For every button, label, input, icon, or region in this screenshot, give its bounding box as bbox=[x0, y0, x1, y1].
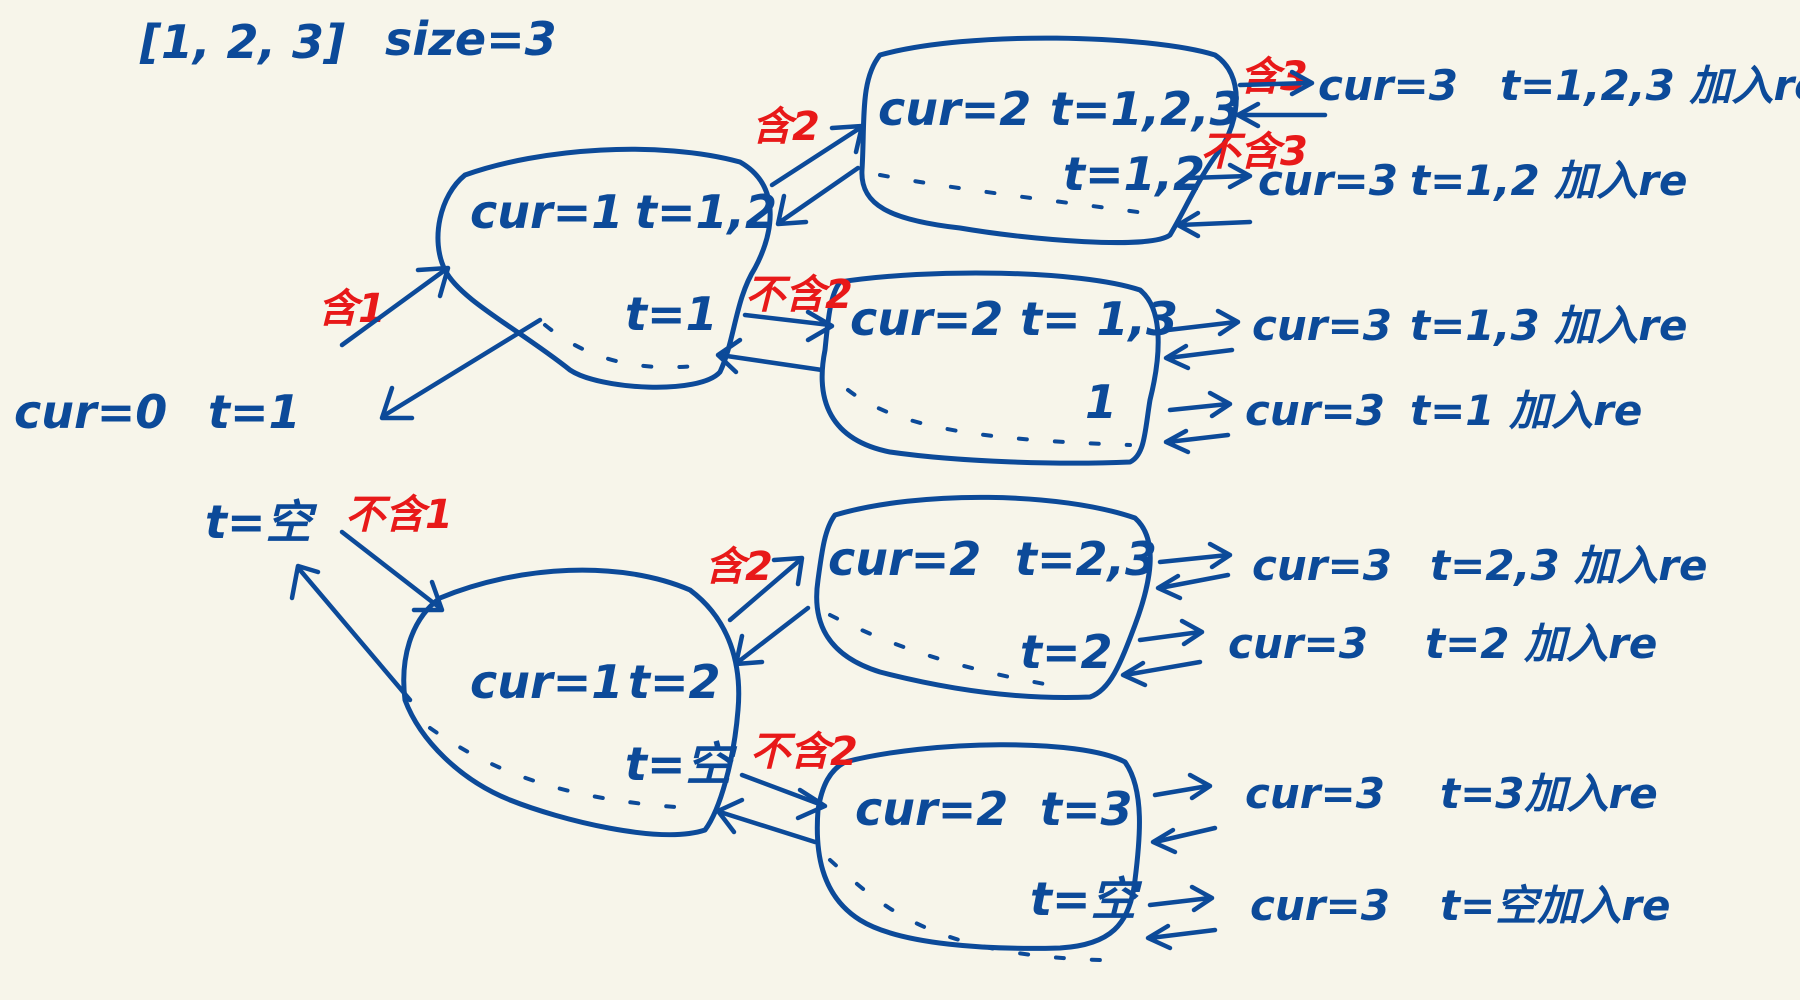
node-l2-d-divider bbox=[828, 858, 1102, 962]
branch-label-include-1: 含1 bbox=[318, 286, 386, 332]
l2-d-cur: cur=2 bbox=[855, 782, 1008, 836]
l2-c-cur: cur=2 bbox=[828, 532, 981, 586]
node-l2-b-divider bbox=[846, 388, 1132, 447]
leaf-3-cur: cur=3 bbox=[1252, 301, 1392, 350]
leaf-2-cur: cur=3 bbox=[1258, 156, 1398, 205]
l1-exclude-t-bottom: t=空 bbox=[625, 737, 738, 791]
leaf-5-cur: cur=3 bbox=[1252, 541, 1392, 590]
l1-exclude-cur: cur=1 bbox=[470, 655, 623, 709]
branch-label-exclude-2b: 不含2 bbox=[750, 729, 858, 775]
branch-label-include-2b: 含2 bbox=[705, 544, 773, 590]
l2-d-t-bottom: t=空 bbox=[1030, 872, 1143, 926]
array-label: [1, 2, 3] bbox=[139, 15, 345, 69]
root-t-exclude: t=空 bbox=[205, 495, 318, 549]
l1-exclude-t-top: t=2 bbox=[628, 655, 721, 709]
node-l2-d bbox=[814, 742, 1142, 951]
branch-label-exclude-3: 不含3 bbox=[1200, 129, 1308, 175]
node-l2-b bbox=[819, 270, 1161, 466]
branch-label-exclude-1: 不含1 bbox=[345, 492, 453, 538]
leaf-4-result: t=1 加入re bbox=[1410, 386, 1642, 435]
arrow-pair-leaf-2 bbox=[1175, 162, 1253, 239]
arrow-l2-a-to-l1-include bbox=[775, 165, 861, 227]
leaf-8-cur: cur=3 bbox=[1250, 881, 1390, 930]
l2-a-t-bottom: t=1,2 bbox=[1063, 147, 1205, 201]
node-l1-include-divider bbox=[543, 323, 707, 370]
branch-label-include-2a: 含2 bbox=[752, 104, 820, 150]
arrow-root-to-l1-include bbox=[339, 265, 451, 348]
l1-include-cur: cur=1 bbox=[470, 185, 623, 239]
arrow-pair-leaf-4 bbox=[1163, 390, 1233, 455]
l2-a-cur: cur=2 bbox=[878, 82, 1031, 136]
l2-c-t-bottom: t=2 bbox=[1020, 625, 1113, 679]
node-l2-c-divider bbox=[828, 613, 1052, 687]
arrow-l1-include-to-l2-a bbox=[769, 123, 865, 188]
leaf-1-cur: cur=3 bbox=[1318, 61, 1458, 110]
arrow-root-to-l1-exclude bbox=[339, 529, 445, 613]
l1-include-t-bottom: t=1 bbox=[625, 287, 718, 341]
arrow-l2-c-to-l1-exclude bbox=[733, 605, 811, 667]
size-label: size=3 bbox=[385, 12, 557, 66]
arrow-l1-exclude-to-root bbox=[289, 563, 413, 703]
arrow-pair-leaf-8 bbox=[1145, 884, 1218, 951]
node-l1-exclude-divider bbox=[428, 726, 692, 810]
leaf-2-result: t=1,2 加入re bbox=[1410, 156, 1688, 205]
l2-a-t-top: t=1,2,3 bbox=[1050, 82, 1242, 136]
arrow-l2-d-to-l1-exclude bbox=[715, 797, 818, 845]
node-l1-include bbox=[435, 146, 773, 390]
leaf-5-result: t=2,3 加入re bbox=[1430, 541, 1708, 590]
arrow-pair-leaf-6 bbox=[1120, 618, 1205, 688]
arrow-pair-leaf-7 bbox=[1150, 772, 1218, 855]
leaf-3-result: t=1,3 加入re bbox=[1410, 301, 1688, 350]
arrow-l1-exclude-to-l2-c bbox=[727, 555, 805, 623]
l2-c-t-top: t=2,3 bbox=[1015, 532, 1157, 586]
leaf-1-result: t=1,2,3 加入re bbox=[1500, 61, 1800, 110]
arrow-pair-leaf-1 bbox=[1235, 69, 1328, 129]
leaf-4-cur: cur=3 bbox=[1245, 386, 1385, 435]
node-l2-c bbox=[814, 494, 1153, 701]
branch-label-exclude-2a: 不含2 bbox=[745, 272, 853, 318]
root-t-include: t=1 bbox=[208, 385, 301, 439]
arrow-pair-leaf-3 bbox=[1163, 308, 1241, 371]
node-l2-a bbox=[859, 35, 1239, 246]
l2-b-t-top: t= 1,3 bbox=[1020, 292, 1178, 346]
arrow-l1-include-to-root bbox=[379, 317, 543, 421]
arrow-l2-b-to-l1-include bbox=[715, 337, 825, 375]
leaf-6-result: t=2 加入re bbox=[1425, 619, 1657, 668]
root-cur: cur=0 bbox=[14, 385, 167, 439]
leaf-8-result: t=空加入re bbox=[1440, 881, 1670, 930]
leaf-7-result: t=3加入re bbox=[1440, 769, 1658, 818]
leaf-7-cur: cur=3 bbox=[1245, 769, 1385, 818]
arrow-l1-include-to-l2-b bbox=[742, 309, 835, 343]
l2-b-cur: cur=2 bbox=[850, 292, 1003, 346]
l1-include-t-top: t=1,2 bbox=[635, 185, 777, 239]
l2-d-t-top: t=3 bbox=[1040, 782, 1133, 836]
l2-b-t-bottom: 1 bbox=[1085, 375, 1117, 429]
node-l1-exclude bbox=[401, 567, 742, 838]
leaf-6-cur: cur=3 bbox=[1228, 619, 1368, 668]
arrow-pair-leaf-5 bbox=[1155, 541, 1233, 601]
arrow-l1-exclude-to-l2-d bbox=[739, 772, 828, 821]
